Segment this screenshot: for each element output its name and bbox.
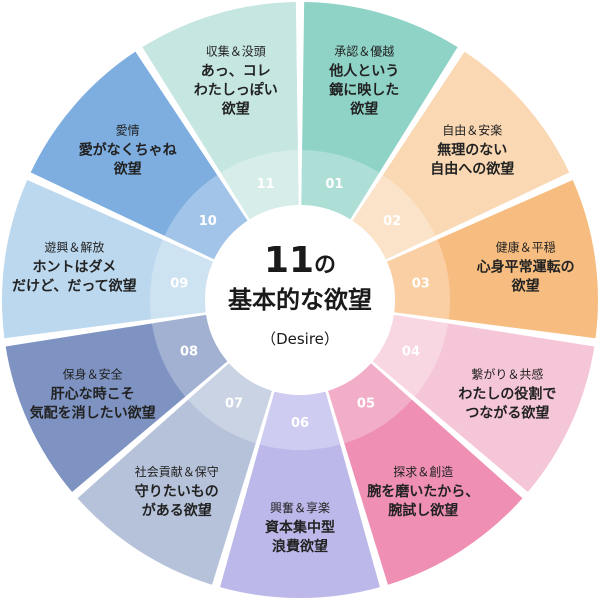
segment-category: 探求＆創造 (393, 465, 453, 479)
segment-inner-band (372, 314, 449, 397)
segment-inner-band (150, 239, 214, 320)
segment-description-line: 腕試し欲望 (388, 502, 458, 519)
segment-description-line: ホントはダメ (33, 259, 117, 276)
segment-description-line: 鏡に映した (329, 82, 399, 99)
segment-number: 04 (402, 345, 420, 360)
segment-description-line: 欲望 (113, 161, 142, 178)
segment-wedge (220, 391, 380, 598)
segment-wedge (5, 314, 228, 492)
segment-description-line: 腕を磨いたから、 (367, 483, 479, 500)
segment-inner-band (151, 314, 228, 397)
segment-description-line: 他人という (328, 63, 399, 80)
segment-description-line: 無理のない (437, 142, 507, 159)
segment-description-line: 浪費欲望 (272, 538, 328, 555)
segment-description-line: あっ、コレ (201, 64, 271, 80)
svg-text:11の: 11の (264, 240, 336, 281)
segment-description-line: がある欲望 (142, 502, 212, 519)
segment-description-line: つながる欲望 (465, 405, 549, 422)
segment-category: 保身＆安全 (63, 367, 123, 382)
segment-description-line: 欲望 (349, 101, 378, 118)
segment-inner-band (301, 150, 380, 220)
segment-category: 自由＆安楽 (442, 123, 502, 138)
segment-inner-band (386, 239, 450, 320)
center-main-title: 基本的な欲望 (228, 286, 372, 314)
segment-category: 社会貢献＆保守 (135, 464, 219, 479)
segment-inner-band (220, 150, 299, 220)
segment-wedge (30, 51, 248, 260)
segment-description-line: 欲望 (221, 101, 250, 118)
segment-number: 10 (199, 214, 217, 229)
segment-wedge (301, 2, 458, 220)
segment-inner-band (188, 363, 272, 444)
segment-wedge (352, 51, 570, 260)
center-subtitle: （Desire） (261, 330, 339, 348)
segment-description-line: 愛がなくちゃね (79, 142, 177, 159)
segment-description-line: 資本集中型 (265, 519, 335, 536)
segment-number: 07 (225, 397, 243, 412)
segment-inner-band (259, 391, 341, 450)
center-title: 11の 基本的な欲望 （Desire） (228, 240, 372, 348)
segment-wedge (77, 363, 272, 585)
segment-description-line: わたしっぽい (194, 82, 278, 99)
segment-inner-band (352, 174, 436, 260)
segment-category: 健康＆平穏 (496, 240, 556, 255)
segment-number: 05 (357, 397, 375, 412)
segment-wedge (1, 180, 214, 339)
segment-category: 遊興＆解放 (44, 240, 104, 255)
segment-description-line: 気配を消したい欲望 (30, 405, 156, 422)
segment-number: 09 (170, 277, 188, 292)
segment-description-line: わたしの役割で (458, 386, 556, 403)
segment-number: 01 (325, 177, 343, 192)
segment-category: 繋がり＆共感 (471, 367, 543, 382)
segment-wedge (142, 2, 299, 220)
segment-wedge (386, 180, 598, 339)
segment-description-line: 肝心な時こそ (51, 386, 135, 403)
center-disc (205, 205, 395, 395)
segment-description-line: 欲望 (511, 278, 540, 295)
segment-number: 06 (291, 416, 309, 431)
segment-category: 承認＆優越 (334, 44, 394, 59)
segment-wedge (328, 363, 523, 585)
segment-wedge (372, 314, 595, 492)
segment-number: 08 (180, 345, 198, 360)
segment-category: 興奮＆享楽 (270, 500, 330, 515)
center-number: 11 (264, 240, 314, 281)
segment-category: 愛情 (116, 124, 140, 138)
segment-inner-band (164, 174, 248, 260)
center-suffix: の (314, 253, 336, 278)
segment-description-line: 自由への欲望 (430, 161, 514, 178)
segment-number: 11 (257, 177, 275, 192)
segment-number: 02 (383, 214, 401, 229)
segment-inner-band (328, 363, 412, 444)
segment-category: 収集＆没頭 (206, 44, 266, 59)
segment-description-line: 守りたいもの (135, 483, 219, 500)
segment-number: 03 (412, 277, 430, 292)
segment-description-line: 心身平常運転の (477, 259, 575, 276)
segment-description-line: だけど、だって欲望 (12, 278, 137, 295)
